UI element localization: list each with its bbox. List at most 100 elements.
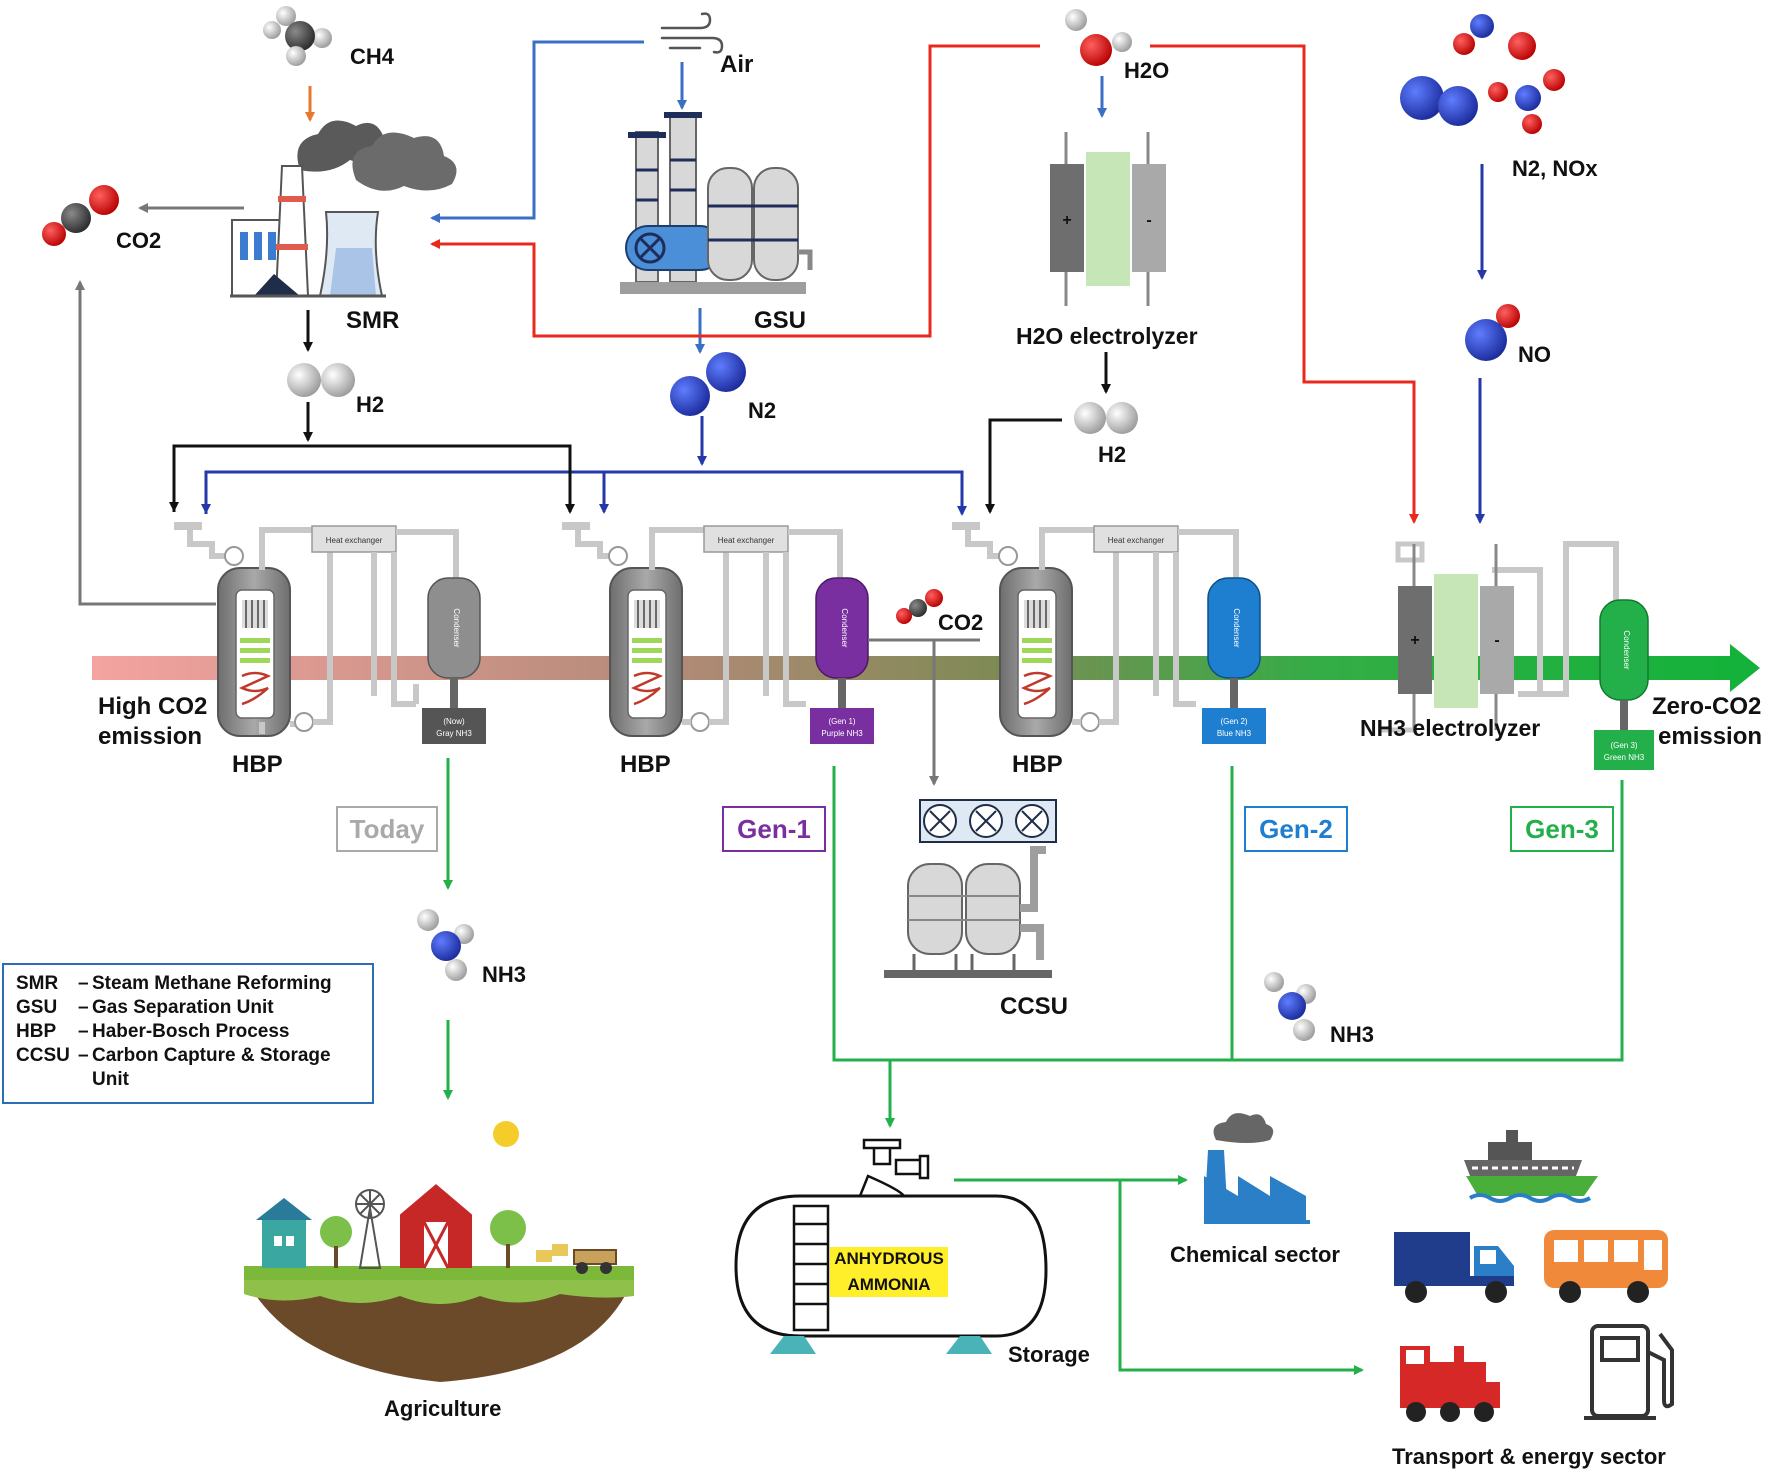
svg-text:Purple NH3: Purple NH3 (821, 729, 863, 738)
svg-text:Condenser: Condenser (1622, 630, 1631, 669)
hbp-label-1: HBP (232, 751, 283, 778)
svg-text:Gray NH3: Gray NH3 (436, 729, 472, 738)
h2o-to-smr-line (430, 44, 1040, 338)
legend-row: Unit (16, 1069, 129, 1091)
gen3-condenser-icon: Condenser (Gen 3) Green NH3 (1594, 599, 1654, 770)
legend-dash: – (78, 973, 89, 994)
svg-text:+: + (1410, 632, 1419, 649)
co2-molecule-center-icon (896, 589, 943, 624)
legend-dash: – (78, 997, 89, 1018)
n2-molecule-icon (1400, 76, 1478, 126)
co2-center-label: CO2 (938, 610, 983, 635)
svg-text:ANHYDROUS: ANHYDROUS (834, 1249, 944, 1268)
svg-text:-: - (1146, 212, 1151, 229)
svg-text:Green NH3: Green NH3 (1604, 753, 1645, 762)
legend-desc: Carbon Capture & Storage (92, 1045, 331, 1066)
chemical-factory-icon (1204, 1113, 1310, 1224)
h2-left-label: H2 (356, 392, 384, 417)
svg-text:Condenser: Condenser (840, 608, 849, 647)
hbp1-co2-return-line (75, 280, 216, 606)
gen-box-gen2: Gen-2 (1244, 806, 1348, 852)
air-to-smr-line (430, 40, 644, 223)
smr-plant-icon (230, 120, 457, 298)
no2-molecule-icon (1488, 69, 1565, 134)
zero-co2-label-line2: emission (1658, 723, 1762, 750)
legend-abbr: HBP (16, 1021, 57, 1042)
h2o-molecule-icon (1065, 9, 1132, 66)
nh3-electrolyzer-icon: + - (1380, 541, 1619, 733)
legend-desc: Gas Separation Unit (92, 997, 274, 1018)
legend-abbr: GSU (16, 997, 58, 1018)
legend-abbr: CCSU (16, 1045, 70, 1066)
co2-molecule-left-icon (42, 185, 119, 246)
gsu-plant-icon (620, 112, 813, 294)
gen-products-collector-line (832, 766, 1624, 1062)
h2o-label: H2O (1124, 58, 1169, 83)
h2-molecule-right-icon (1074, 402, 1138, 434)
no-molecule-icon (1465, 304, 1520, 361)
chemical-sector-label: Chemical sector (1170, 1242, 1340, 1267)
air-wind-icon (660, 12, 724, 54)
hbp-label-3: HBP (1012, 751, 1063, 778)
storage-tank-icon: ANHYDROUS AMMONIA (734, 1138, 1048, 1354)
legend-row: GSU–Gas Separation Unit (16, 997, 274, 1019)
transport-energy-label: Transport & energy sector (1392, 1444, 1666, 1469)
n2-center-label: N2 (748, 398, 776, 423)
svg-text:Heat exchanger: Heat exchanger (1108, 536, 1165, 545)
legend-desc: Unit (92, 1069, 129, 1090)
abbreviation-legend: SMR–Steam Methane Reforming GSU–Gas Sepa… (2, 963, 374, 1104)
nh3-molecule-left-icon (417, 909, 474, 981)
ch4-molecule-icon (263, 6, 332, 66)
h2-right-label: H2 (1098, 442, 1126, 467)
gen-box-today: Today (336, 806, 438, 852)
n2-molecule-center-icon (670, 352, 746, 416)
storage-label: Storage (1008, 1342, 1090, 1367)
ch4-label: CH4 (350, 44, 395, 69)
legend-desc: Haber-Bosch Process (92, 1021, 290, 1042)
svg-text:Heat exchanger: Heat exchanger (718, 536, 775, 545)
air-label: Air (720, 51, 753, 78)
svg-text:(Gen 1): (Gen 1) (828, 717, 855, 726)
svg-text:AMMONIA: AMMONIA (847, 1275, 930, 1294)
legend-row: HBP–Haber-Bosch Process (16, 1021, 289, 1043)
legend-dash: – (78, 1021, 89, 1042)
svg-text:(Gen 3): (Gen 3) (1610, 741, 1637, 750)
smr-label: SMR (346, 307, 399, 334)
high-co2-label: High CO2 (98, 693, 207, 720)
bus-icon (1544, 1230, 1668, 1303)
legend-desc: Steam Methane Reforming (92, 973, 332, 994)
co2-to-ccsu-line (868, 638, 980, 784)
hbp-unit-3: Heat exchanger Condenser (Gen 2) Blue NH… (952, 522, 1266, 744)
svg-text:(Now): (Now) (443, 717, 465, 726)
n2-distribution-header (204, 470, 967, 516)
high-co2-label-line2: emission (98, 723, 202, 750)
svg-text:-: - (1494, 632, 1499, 649)
svg-text:+: + (1062, 212, 1071, 229)
co2-left-label: CO2 (116, 228, 161, 253)
svg-text:Condenser: Condenser (1232, 608, 1241, 647)
h2-right-to-hbp3-line (985, 418, 1062, 514)
gen-box-gen1: Gen-1 (722, 806, 826, 852)
no-label: NO (1518, 342, 1551, 367)
n2-nox-label: N2, NOx (1512, 156, 1598, 181)
legend-row: SMR–Steam Methane Reforming (16, 973, 332, 995)
legend-dash: – (78, 1045, 89, 1066)
h2o-electrolyzer-label: H2O electrolyzer (1016, 323, 1198, 349)
hbp-unit-1: Heat exchanger Condenser (Now) Gray NH3 (174, 522, 486, 744)
hbp-label-2: HBP (620, 751, 671, 778)
hbp-unit-2: Heat exchanger Condenser (Gen 1) Purple … (562, 522, 874, 744)
legend-abbr: SMR (16, 973, 59, 994)
zero-co2-label: Zero-CO2 (1652, 693, 1761, 720)
h2-distribution-header (172, 444, 575, 514)
svg-text:Condenser: Condenser (452, 608, 461, 647)
nh3-left-label: NH3 (482, 962, 526, 987)
nh3-electrolyzer-label: NH3 electrolyzer (1360, 715, 1540, 741)
agriculture-icon (244, 1121, 634, 1382)
nh3-right-label: NH3 (1330, 1022, 1374, 1047)
gsu-label: GSU (754, 307, 806, 334)
h2o-electrolyzer-icon: + - (1050, 132, 1166, 306)
svg-text:Blue NH3: Blue NH3 (1217, 729, 1252, 738)
train-icon (1400, 1346, 1500, 1422)
fuel-pump-icon (1584, 1324, 1674, 1420)
